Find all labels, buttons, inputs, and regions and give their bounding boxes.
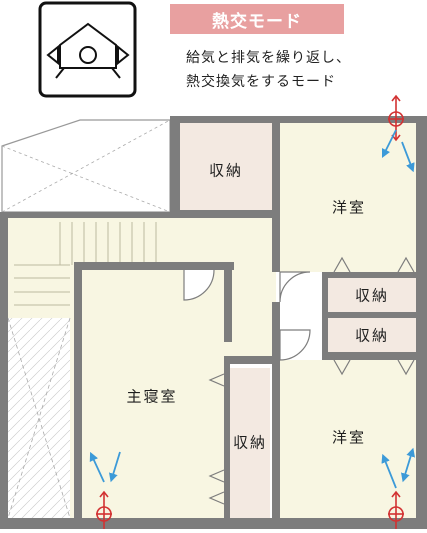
room-master-bedroom: 主寝室 bbox=[126, 387, 178, 406]
walls bbox=[0, 116, 427, 529]
doors bbox=[183, 269, 311, 361]
ventilation-fan-icon bbox=[96, 94, 404, 529]
room-storage-master: 収納 bbox=[232, 433, 268, 452]
heat-exchange-ventilation-icon bbox=[38, 1, 137, 98]
closet-doors bbox=[208, 256, 415, 505]
room-storage-mid-lower: 収納 bbox=[354, 326, 390, 345]
balcony bbox=[1, 119, 171, 213]
room-western-top: 洋室 bbox=[331, 198, 367, 217]
air-flow-arrow-icon bbox=[89, 129, 415, 489]
room-storage-mid-upper: 収納 bbox=[354, 286, 390, 305]
description-line-1: 給気と排気を繰り返し、 bbox=[186, 50, 351, 66]
description-line-2: 熱交換気をするモード bbox=[186, 74, 336, 90]
mode-title-badge: 熱交モード bbox=[170, 4, 344, 34]
room-storage-top: 収納 bbox=[208, 161, 244, 180]
room-western-bottom: 洋室 bbox=[331, 428, 367, 447]
mode-description: 給気と排気を繰り返し、 熱交換気をするモード bbox=[186, 46, 421, 94]
staircase bbox=[14, 222, 157, 306]
